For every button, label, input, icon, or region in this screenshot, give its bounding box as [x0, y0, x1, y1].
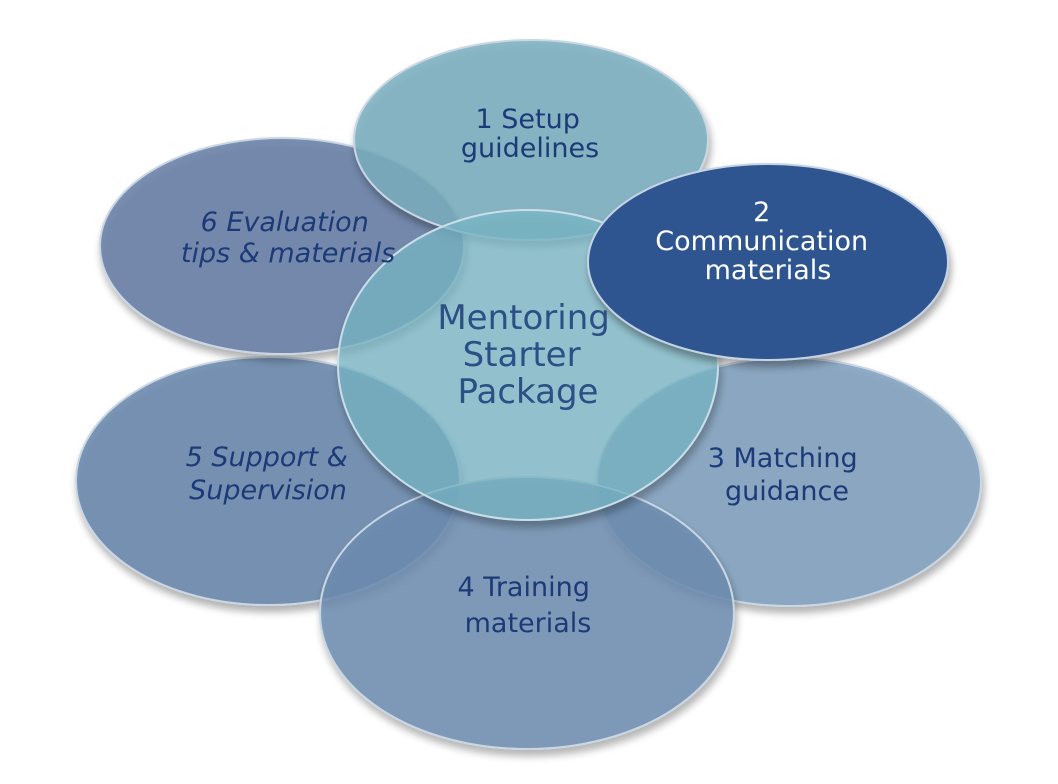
evaluation-label-line-1: 6 Evaluation	[201, 207, 369, 238]
center-label-line-2: Starter	[463, 335, 581, 375]
support-label: 5 Support & Supervision	[186, 442, 357, 506]
matching-label-line-2: guidance	[725, 476, 849, 507]
matching-label: 3 Matching guidance	[708, 443, 867, 507]
node-communication	[587, 163, 949, 361]
training-label-line-1: 4 Training	[458, 572, 590, 603]
communication-label: 2 Communication materials	[655, 197, 876, 286]
training-label-line-2: materials	[465, 608, 592, 639]
support-label-line-2: Supervision	[189, 475, 347, 506]
setup-label: 1 Setup guidelines	[461, 104, 599, 164]
communication-label-line-1: 2	[753, 197, 770, 228]
center-label-line-3: Package	[458, 372, 599, 412]
setup-label-line-1: 1 Setup	[476, 104, 580, 135]
center-label-line-1: Mentoring	[437, 298, 610, 338]
support-label-line-1: 5 Support &	[186, 442, 348, 473]
center-label: Mentoring Starter Package	[437, 298, 620, 412]
setup-label-line-2: guidelines	[461, 133, 599, 164]
training-label: 4 Training materials	[458, 572, 599, 639]
evaluation-label: 6 Evaluation tips & materials	[181, 207, 395, 269]
matching-label-line-1: 3 Matching	[708, 443, 858, 474]
communication-label-line-3: materials	[705, 255, 832, 286]
communication-label-line-2: Communication	[655, 226, 868, 257]
evaluation-label-line-2: tips & materials	[181, 238, 395, 269]
